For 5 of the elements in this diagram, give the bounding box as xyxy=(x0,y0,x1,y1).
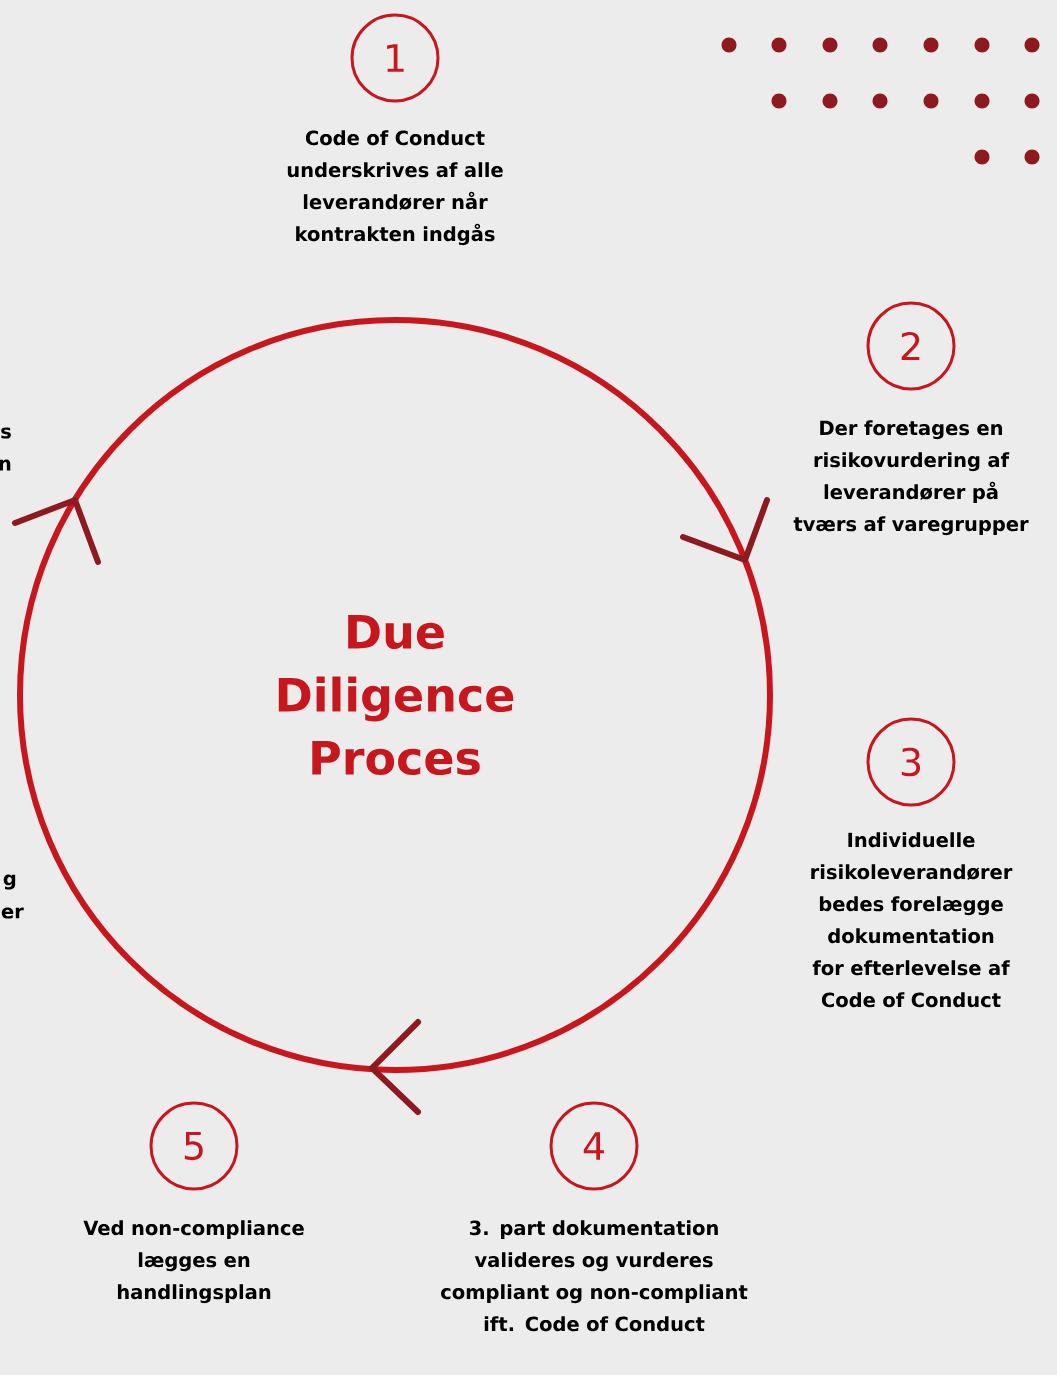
step-text: Der foretages en risikovurdering af leverandører på tværs af varegrupper xyxy=(793,420,1029,536)
step-text: 3. part dokumentation valideres og vurderes compliant og non-compliant ift. Code of Conduct xyxy=(441,1220,748,1332)
step-text: Individuelle risikoleverandører bedes forelægge dokumentation for efterlevelse af Code of Conduct xyxy=(811,832,1013,1008)
step-text: Ved non-compliance lægges en handlingsplan xyxy=(83,1220,304,1304)
step-text: Code of Conduct underskrives af alle leverandører når kontrakten indgås xyxy=(287,130,503,246)
